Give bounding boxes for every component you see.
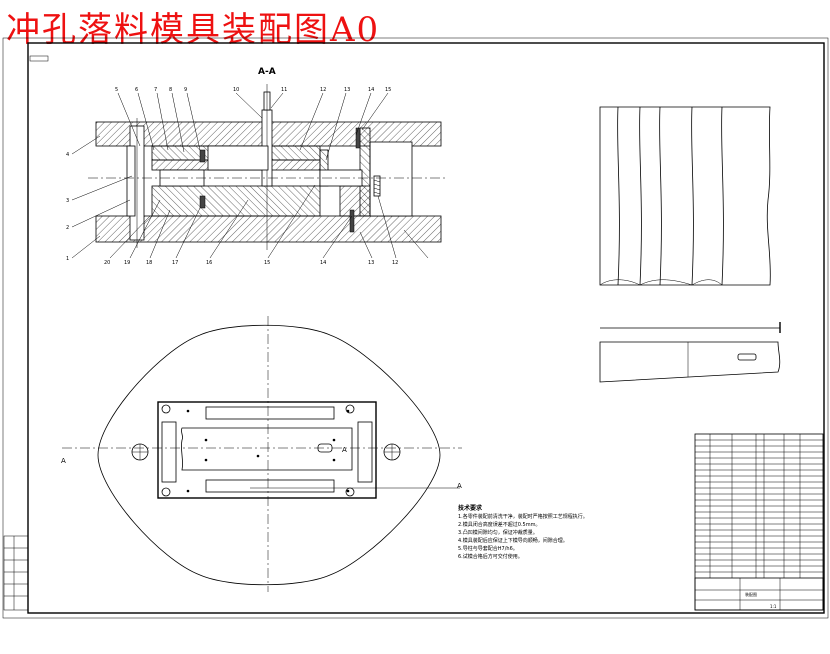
callouts-top <box>117 92 389 161</box>
left-revision-strip <box>3 535 29 611</box>
callout-top-5: 9 <box>184 87 187 93</box>
technical-notes-title: 技术要求 <box>458 505 483 512</box>
cut-letter-mid: A <box>342 446 347 454</box>
callout-bottom-9: 12 <box>392 260 398 266</box>
callout-bottom-4: 17 <box>172 260 178 266</box>
sheet-inner-border <box>27 42 825 614</box>
callout-top-2: 6 <box>135 87 138 93</box>
section-label: A-A <box>258 67 276 77</box>
callout-bottom-2: 19 <box>124 260 130 266</box>
callout-top-7: 11 <box>281 87 287 93</box>
corner-tag <box>29 55 49 62</box>
strip-side-view <box>600 322 781 333</box>
strip-layout-view <box>599 106 771 286</box>
callout-top-11: 15 <box>385 87 391 93</box>
technical-note-2: 2.模具闭合高度误差不超过0.5mm。 <box>458 522 541 528</box>
technical-note-6: 6.试模合格后方可交付使用。 <box>458 554 523 560</box>
callout-bottom-1: 20 <box>104 260 110 266</box>
sheet-outer-border <box>2 37 829 619</box>
technical-note-1: 1.各零件装配前清洗干净，装配时严格按照工艺规程执行。 <box>458 514 588 520</box>
title-block-drawing-name: 装配图 <box>745 591 757 597</box>
callout-left-3: 2 <box>66 225 69 231</box>
title-block <box>694 433 824 611</box>
technical-notes: 技术要求 1.各零件装配前清洗干净，装配时严格按照工艺规程执行。 2.模具闭合高… <box>458 505 698 561</box>
technical-note-3: 3.凸凹模间隙均匀，保证冲裁质量。 <box>458 530 538 536</box>
callouts-bottom <box>109 184 429 259</box>
callout-bottom-3: 18 <box>146 260 152 266</box>
cut-letter-right: A <box>457 482 462 490</box>
callout-top-9: 13 <box>344 87 350 93</box>
callout-top-8: 12 <box>320 87 326 93</box>
section-view-a-a <box>88 84 446 250</box>
callout-bottom-8: 13 <box>368 260 374 266</box>
technical-note-5: 5.导柱与导套配合H7/h6。 <box>458 546 518 552</box>
callout-bottom-5: 16 <box>206 260 212 266</box>
callout-left-1: 4 <box>66 152 69 158</box>
callouts-left <box>71 135 133 259</box>
callout-top-4: 8 <box>169 87 172 93</box>
strip-top-view <box>599 341 781 383</box>
callout-bottom-7: 14 <box>320 260 326 266</box>
callout-top-10: 14 <box>368 87 374 93</box>
technical-note-4: 4.模具装配后应保证上下模导向顺畅，间隙合理。 <box>458 538 568 544</box>
callout-top-1: 5 <box>115 87 118 93</box>
callout-left-2: 3 <box>66 198 69 204</box>
callout-bottom-6: 15 <box>264 260 270 266</box>
plan-view <box>62 316 462 592</box>
callout-top-3: 7 <box>154 87 157 93</box>
callout-left-4: 1 <box>66 256 69 262</box>
callout-top-6: 10 <box>233 87 239 93</box>
cut-letter-left: A <box>61 457 66 465</box>
title-block-scale: 1:1 <box>770 604 777 609</box>
